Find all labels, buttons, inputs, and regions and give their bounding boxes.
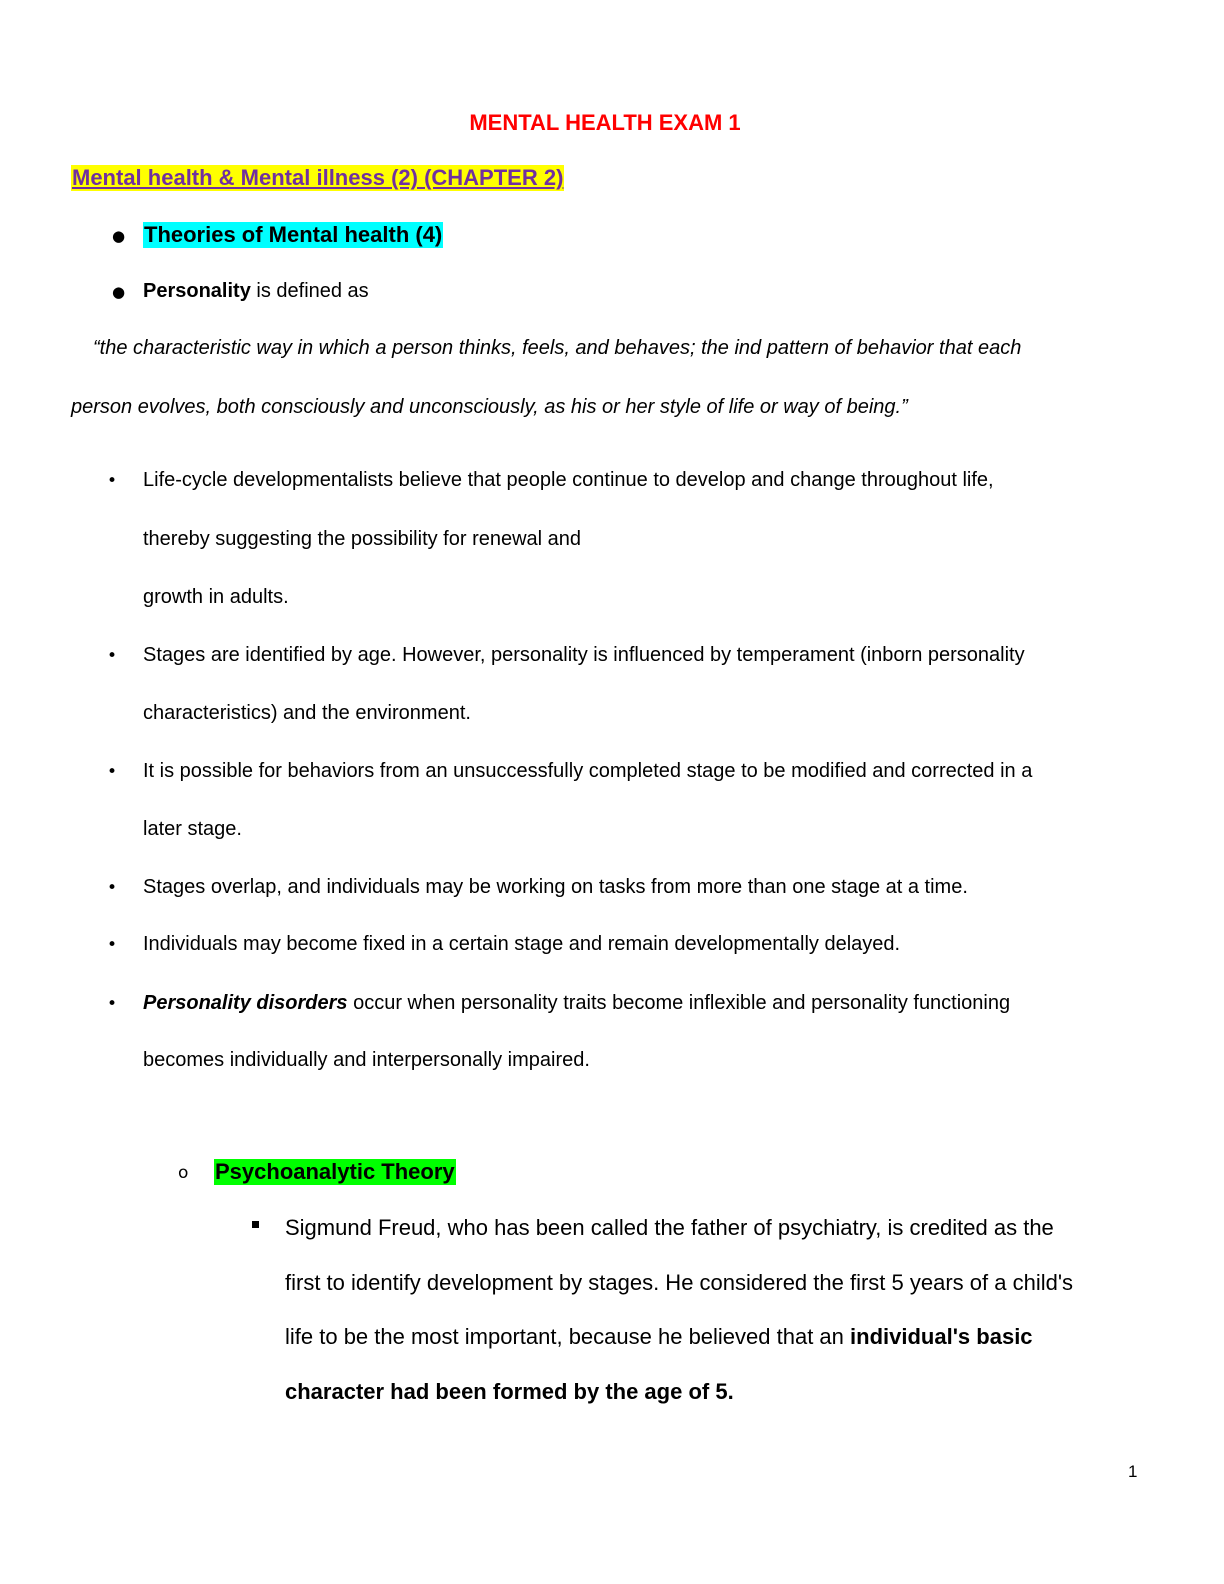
psychoanalytic-heading: Psychoanalytic Theory <box>214 1159 456 1185</box>
bullet-2-line-2: characteristics) and the environment. <box>143 702 471 724</box>
bullet-2-line-1: Stages are identified by age. However, p… <box>143 644 1025 666</box>
theories-heading: Theories of Mental health (4) <box>143 222 444 248</box>
page-number: 1 <box>1128 1462 1138 1481</box>
bullet-1-line-1: Life-cycle developmentalists believe tha… <box>143 469 994 491</box>
bullet-1-line-2: thereby suggesting the possibility for r… <box>143 528 582 550</box>
freud-line-3-plain: life to be the most important, because h… <box>285 1324 851 1349</box>
bullet-icon: • <box>107 646 118 666</box>
bullet-icon: • <box>107 762 118 782</box>
square-bullet-icon <box>252 1221 259 1228</box>
bullet-4-line-1: Stages overlap, and individuals may be w… <box>143 876 968 898</box>
bullet-3-line-2: later stage. <box>143 818 242 840</box>
document-title: MENTAL HEALTH EXAM 1 <box>469 110 741 135</box>
bullet-1-line-3: growth in adults. <box>143 586 289 608</box>
personality-disorders-label: Personality disorders <box>143 992 348 1014</box>
freud-line-4: character had been formed by the age of … <box>285 1379 734 1404</box>
freud-line-1: Sigmund Freud, who has been called the f… <box>285 1215 1054 1240</box>
bullet-icon: • <box>107 994 118 1014</box>
bullet-icon: • <box>107 471 118 491</box>
bullet-icon: • <box>107 878 118 898</box>
chapter-heading: Mental health & Mental illness (2) (CHAP… <box>71 165 565 191</box>
personality-definition: Personality is defined as <box>143 280 369 303</box>
bullet-5-line-1: Individuals may become fixed in a certai… <box>143 933 901 955</box>
freud-line-2: first to identify development by stages.… <box>285 1270 1074 1295</box>
circle-bullet-icon: o <box>178 1163 189 1183</box>
bullet-icon: • <box>107 935 118 955</box>
bullet-3-line-1: It is possible for behaviors from an uns… <box>143 760 1033 782</box>
freud-line-3: life to be the most important, because h… <box>285 1324 1033 1350</box>
freud-line-3-bold: individual's basic <box>850 1324 1033 1349</box>
quote-line-2: person evolves, both consciously and unc… <box>71 396 908 418</box>
personality-rest: is defined as <box>250 280 369 302</box>
bullet-6-rest: occur when personality traits become inf… <box>347 992 1011 1014</box>
bullet-dot-icon: ● <box>112 283 126 301</box>
bullet-6-line-1: Personality disorders occur when persona… <box>143 992 1010 1015</box>
quote-line-1: “the characteristic way in which a perso… <box>93 337 1022 359</box>
personality-label: Personality <box>143 280 251 302</box>
bullet-dot-icon: ● <box>112 227 126 245</box>
bullet-6-line-2: becomes individually and interpersonally… <box>143 1049 590 1071</box>
